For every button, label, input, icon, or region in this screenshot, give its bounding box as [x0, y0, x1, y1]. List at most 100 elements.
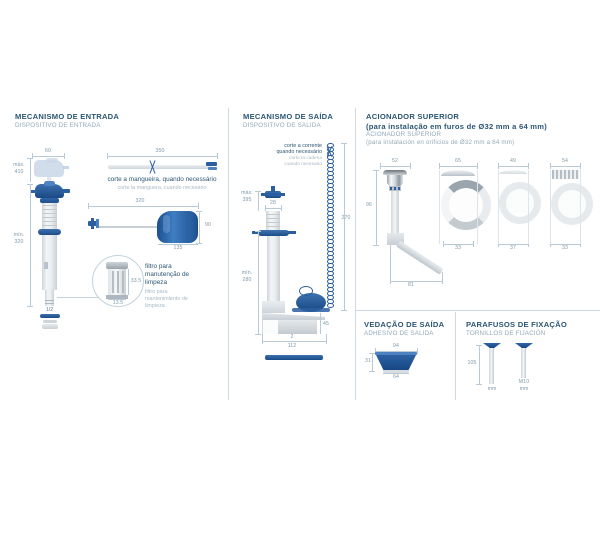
hose-body — [108, 165, 212, 169]
dim-outlet-max: máx. 395 — [241, 190, 253, 203]
dim-filter-height: 33.5 — [130, 278, 142, 284]
screw-1-shaft — [489, 348, 494, 384]
dim-inlet-top-width: 60 — [45, 148, 51, 154]
outlet-float-ring — [258, 230, 289, 236]
filter-note-pt: filtro para manutenção de limpeza — [145, 263, 190, 286]
actuator-section-header: ACIONADOR SUPERIOR (para instalação em f… — [366, 112, 547, 147]
actuator-title-pt: ACIONADOR SUPERIOR — [366, 112, 460, 121]
screw-2-thread-label: M10 — [518, 379, 530, 385]
actuator-button-body — [387, 175, 403, 186]
screw-2-label: mm — [519, 386, 529, 392]
seal-section-header: VEDAÇÃO DE SAÍDA ADHESIVO DE SALIDA — [364, 320, 444, 338]
outlet-title-es: DISPOSITIVO DE SALIDA — [243, 121, 321, 129]
outlet-body-tube — [267, 236, 280, 301]
screws-title-es: TORNILLOS DE FIJACIÓN — [466, 329, 546, 337]
dim-actuator-height: 96 — [366, 202, 372, 208]
dim-actuator-3-top: 49 — [510, 158, 516, 164]
divider-vertical-1 — [228, 108, 229, 400]
dim-outlet-base-width: 112 — [287, 343, 297, 349]
actuator-4-thread — [552, 170, 579, 179]
chain-note-pt-2: quando necessário — [276, 149, 322, 156]
actuator-3-cap — [499, 170, 527, 174]
hose-note-es: corte la manguera, cuando necesario — [117, 185, 207, 191]
dim-outlet-base-height: 45 — [323, 321, 329, 327]
inlet-lower-tube — [42, 235, 57, 290]
actuator-rod — [391, 191, 399, 233]
dim-inlet-thread: 1/2 — [45, 307, 54, 313]
outlet-title-pt: MECANISMO DE SAÍDA — [243, 112, 334, 121]
dim-screw-length: 105 — [467, 360, 477, 366]
dim-actuator-3-bottom: 37 — [510, 245, 516, 251]
inlet-valve-head — [35, 184, 64, 198]
actuator-arm — [396, 240, 444, 275]
inlet-float-ghost — [34, 160, 64, 177]
outlet-ribbed-tube — [266, 211, 280, 230]
screw-1-head — [483, 343, 501, 348]
chain-note-pt-1: corte a corrente — [284, 143, 322, 149]
dim-actuator-4-bottom: 33 — [562, 245, 568, 251]
dim-actuator-1-top: 52 — [392, 158, 398, 164]
chain-note-es-2: cuando necesario — [284, 161, 322, 167]
screws-title-pt: PARAFUSOS DE FIXAÇÃO — [466, 320, 568, 329]
hose-fitting-right — [206, 162, 217, 166]
seal-base — [383, 370, 409, 373]
inlet-washer-gray — [43, 320, 57, 323]
actuator-title-es: ACIONADOR SUPERIOR — [366, 131, 442, 138]
inlet-washer-blue — [40, 314, 60, 318]
inlet-shank — [45, 290, 54, 306]
outlet-gasket — [265, 355, 323, 360]
actuator-2-cap — [441, 170, 475, 176]
dim-seal-top-width: 94 — [393, 343, 399, 349]
screw-2-shaft — [521, 348, 526, 378]
dim-seal-bottom-width: 64 — [393, 374, 399, 380]
dim-filter-width: 13.5 — [112, 300, 124, 306]
flapper-ring — [299, 286, 313, 296]
dim-outlet-base-small: 2 — [290, 334, 294, 340]
inlet-valve-nozzle — [62, 189, 70, 193]
outlet-flapper — [296, 293, 326, 312]
dim-actuator-2-top: 65 — [455, 158, 461, 164]
dim-outlet-top-width: 28 — [270, 200, 276, 206]
dim-seal-height: 31 — [365, 358, 371, 364]
dim-float-arm: 320 — [135, 198, 145, 204]
seal-title-pt: VEDAÇÃO DE SAÍDA — [364, 320, 445, 329]
actuator-title-es-sub: (para instalación en orificios de Ø32 mm… — [366, 139, 515, 146]
dim-actuator-2-bottom: 33 — [455, 245, 461, 251]
outlet-section-header: MECANISMO DE SAÍDA DISPOSITIVO DE SALIDA — [243, 112, 333, 130]
inlet-nut — [42, 324, 58, 329]
actuator-title-pt-sub: (para instalação em furos de Ø32 mm a 64… — [366, 121, 548, 131]
dim-actuator-arm-length: 81 — [408, 282, 414, 288]
filter-cap — [106, 262, 128, 269]
divider-vertical-2 — [355, 108, 356, 400]
filter-note-es: filtro para mantenimiento de limpieza — [145, 289, 188, 309]
chain-note-es-1: corte la cadena — [289, 155, 322, 161]
dim-actuator-4-top: 54 — [562, 158, 568, 164]
divider-vertical-3 — [455, 312, 456, 400]
inlet-title-pt: MECANISMO DE ENTRADA — [15, 112, 120, 121]
actuator-3-ring — [499, 182, 541, 224]
actuator-2-ring — [441, 180, 491, 230]
dim-float-width: 135 — [173, 245, 183, 251]
dim-chain-length: 270 — [341, 215, 351, 221]
dim-float-height: 90 — [205, 222, 211, 228]
dim-inlet-max: máx. 410 — [13, 162, 25, 175]
outlet-shelf — [262, 313, 325, 320]
screw-1-label: mm — [487, 386, 497, 392]
screw-2-head — [515, 343, 533, 348]
dim-inlet-min: mín. 320 — [13, 232, 25, 245]
dim-hose-length: 350 — [155, 148, 165, 154]
dim-outlet-min: mín. 280 — [241, 270, 253, 283]
actuator-button-cap — [383, 170, 407, 175]
outlet-base-block — [277, 320, 317, 334]
float-arm — [97, 226, 159, 228]
chain-note: corte a corrente quando necessário corte… — [268, 143, 322, 168]
outlet-seat — [262, 301, 285, 313]
seal-title-es: ADHESIVO DE SALIDA — [364, 329, 434, 337]
inlet-title-es: DISPOSITIVO DE ENTRADA — [15, 121, 101, 129]
inlet-collar — [38, 229, 61, 235]
inlet-section-header: MECANISMO DE ENTRADA DISPOSITIVO DE ENTR… — [15, 112, 119, 130]
actuator-4-ring — [551, 183, 593, 225]
divider-horizontal-1 — [355, 310, 600, 311]
screws-section-header: PARAFUSOS DE FIXAÇÃO TORNILLOS DE FIJACI… — [466, 320, 567, 338]
